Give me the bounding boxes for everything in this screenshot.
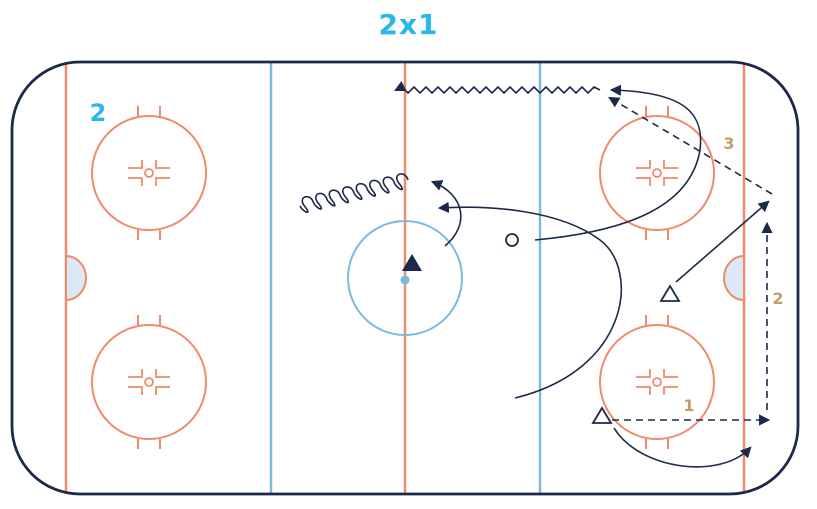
faceoff-circle-bottom-left: [91, 315, 207, 449]
circle-player-icon: [505, 233, 519, 247]
drill-paths: [299, 80, 770, 468]
bottom-player-curl: [613, 427, 752, 468]
pass-lines: [608, 96, 773, 426]
outline-triangle-icon: [591, 406, 613, 424]
center-player-curl: [430, 180, 462, 247]
center-faceoff-dot: [400, 275, 410, 285]
pass-to-corner: [675, 200, 770, 283]
faceoff-hash-icon: [636, 160, 678, 186]
step-label-3: 3: [723, 134, 734, 153]
right-goal-crease: [723, 254, 745, 302]
faceoff-hash-icon: [128, 369, 170, 395]
step-label-1: 1: [683, 396, 694, 415]
faceoff-hash-icon: [636, 369, 678, 395]
forward-support-route: [437, 201, 623, 399]
center-faceoff-circle: [347, 220, 463, 336]
circle-player-route: [534, 84, 702, 241]
crossover-loops: [299, 173, 409, 214]
drill-title: 2x1: [378, 8, 439, 41]
faceoff-circle-top-left: [91, 106, 207, 240]
rink-markings: [64, 62, 746, 494]
filled-triangle-icon: [402, 254, 422, 271]
pass-3: [608, 96, 773, 195]
faceoff-circle-bottom-right: [599, 315, 715, 449]
puck-carry-zigzag: [393, 80, 601, 95]
left-goal-crease: [65, 254, 87, 302]
faceoff-circle-top-right: [599, 106, 715, 240]
faceoff-hash-icon: [128, 160, 170, 186]
corner-number: 2: [90, 99, 107, 127]
outline-triangle-icon: [659, 284, 681, 302]
rink-boards: [10, 60, 800, 496]
step-label-2: 2: [772, 289, 783, 308]
